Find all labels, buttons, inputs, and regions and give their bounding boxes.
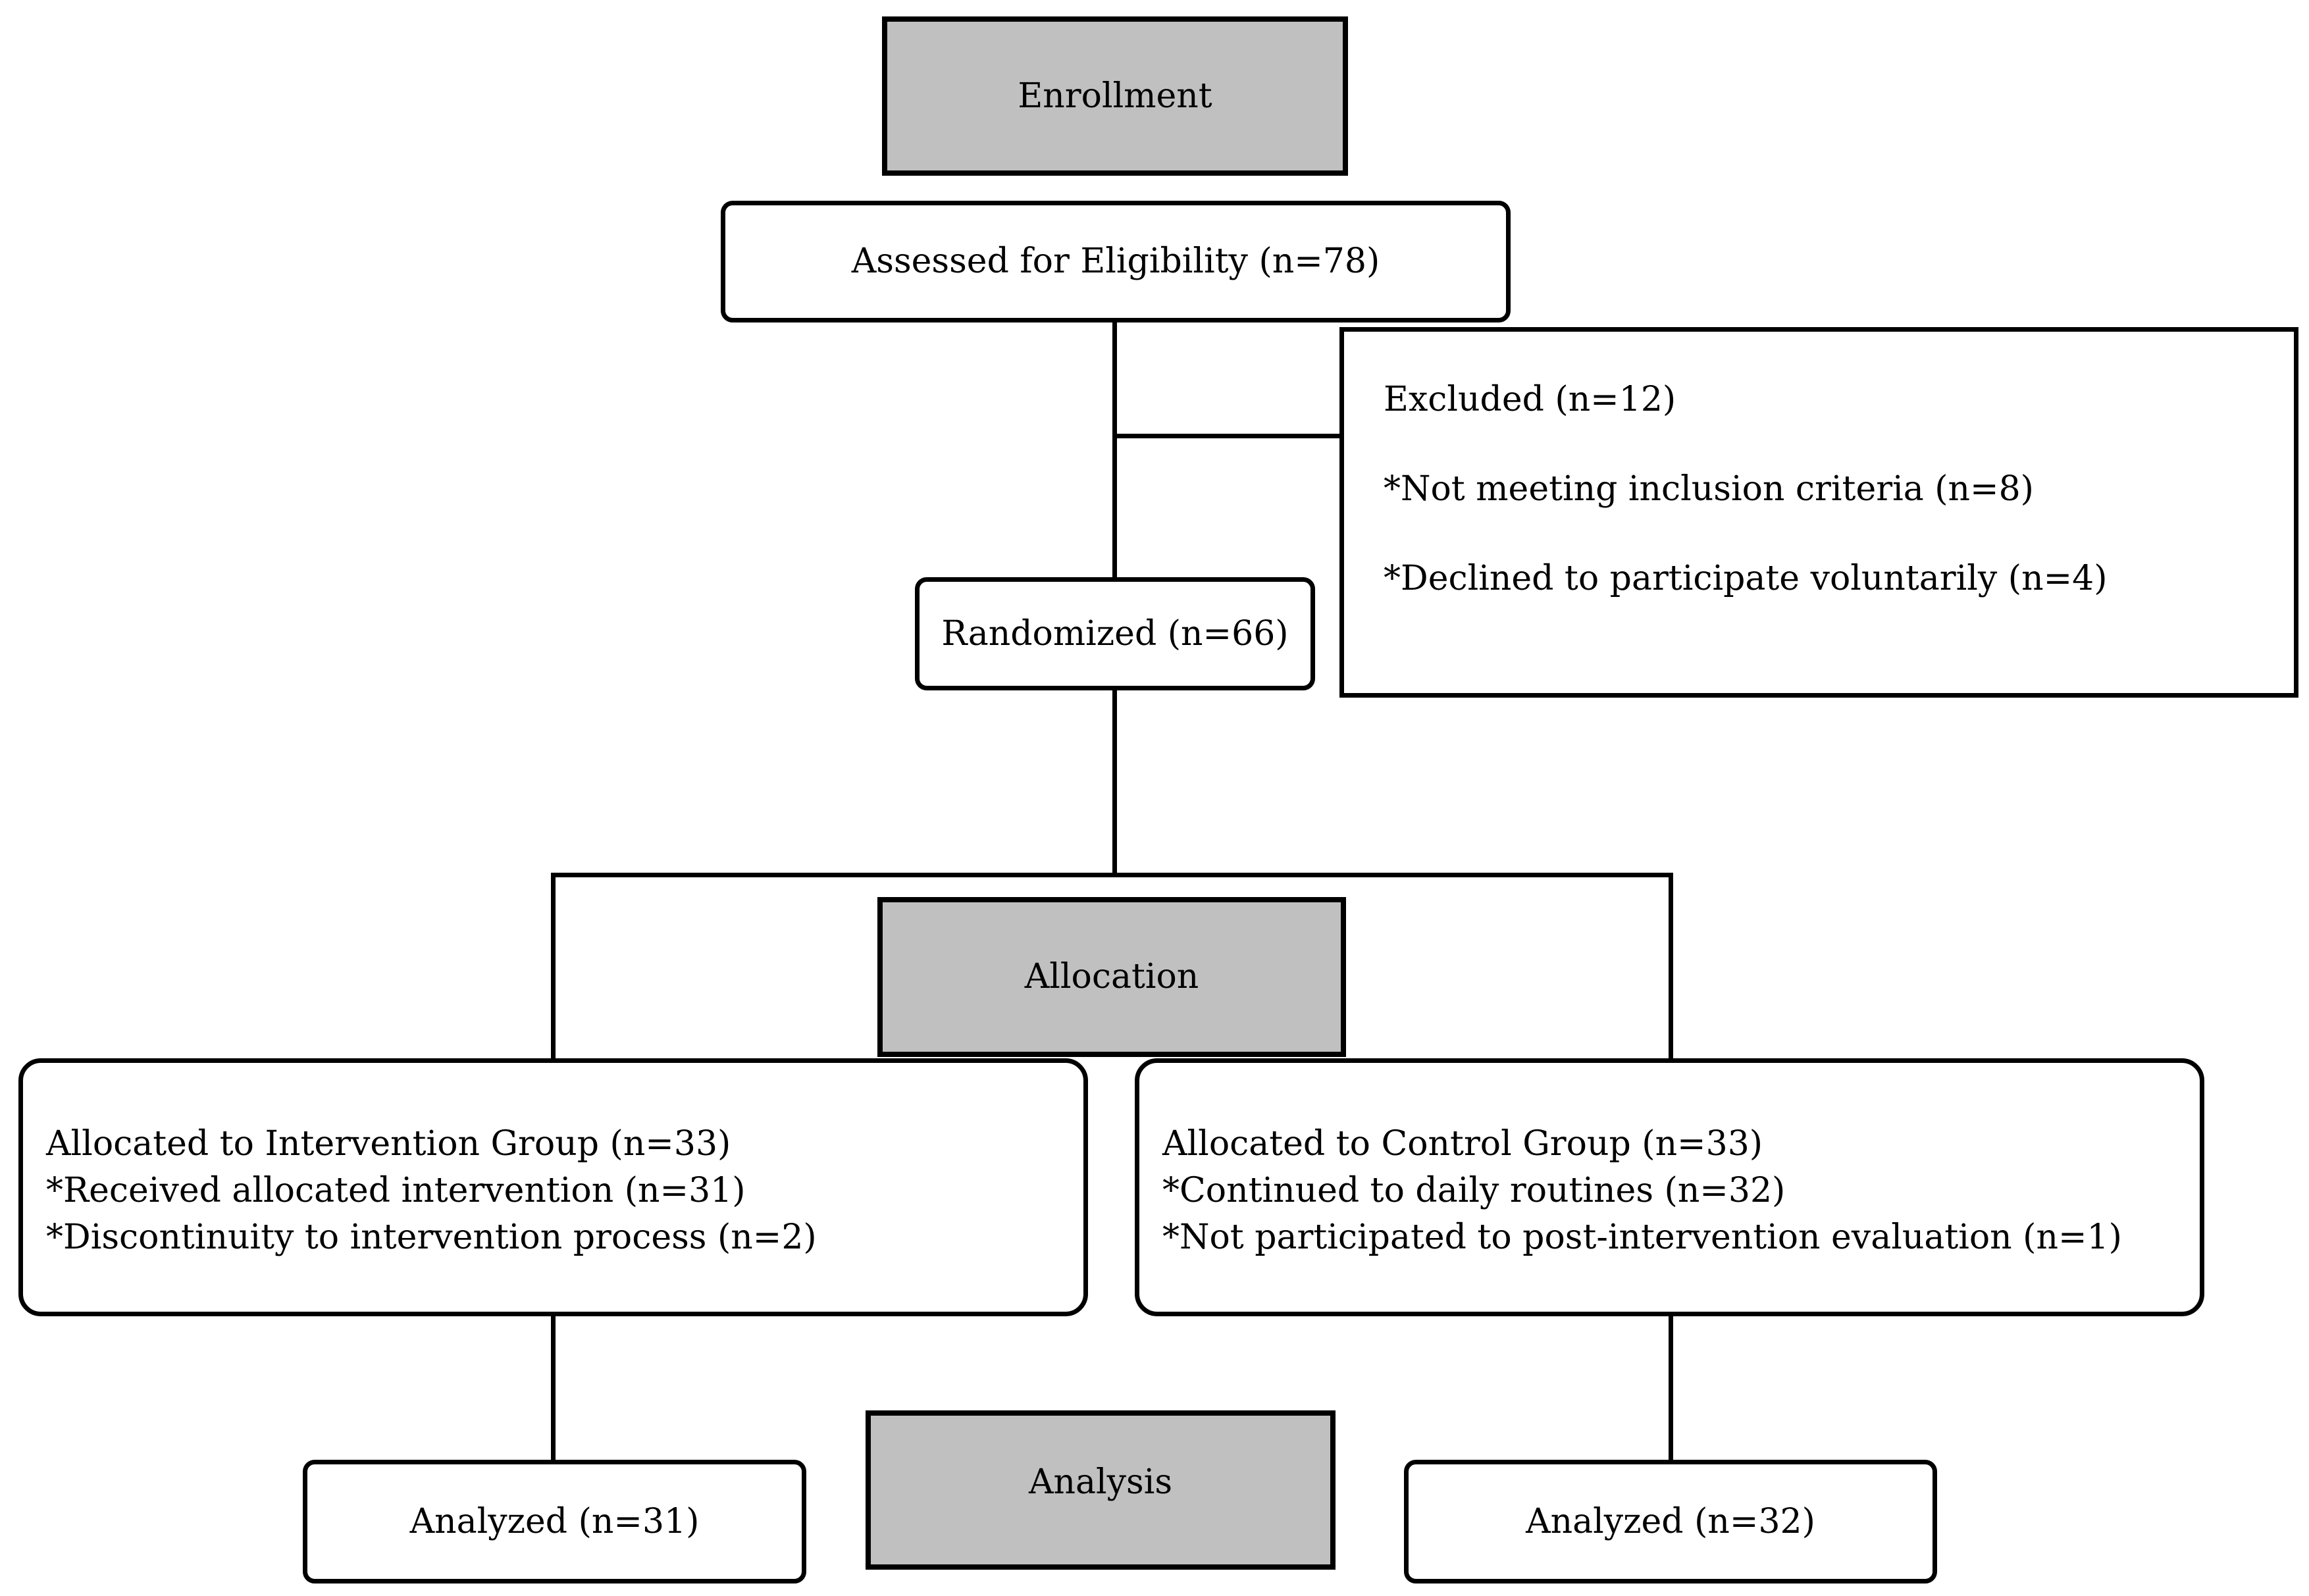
excluded-title: Excluded (n=12) [1384, 380, 1676, 419]
intervention-allocation-box: Allocated to Intervention Group (n=33) *… [18, 1058, 1088, 1316]
allocation-label: Allocation [1024, 957, 1199, 997]
enrollment-section-header: Enrollment [882, 16, 1348, 176]
connector-intervention-to-analyzed [551, 1313, 556, 1464]
connector-split-horizontal [551, 873, 1673, 877]
randomized-box: Randomized (n=66) [915, 577, 1315, 690]
allocation-section-header: Allocation [877, 897, 1346, 1057]
assessed-label: Assessed for Eligibility (n=78) [851, 242, 1380, 282]
analyzed-control-label: Analyzed (n=32) [1526, 1501, 1815, 1541]
control-allocation-box: Allocated to Control Group (n=33) *Conti… [1135, 1058, 2204, 1316]
analyzed-intervention-label: Analyzed (n=31) [409, 1501, 700, 1541]
connector-randomized-to-split [1112, 688, 1117, 875]
control-line: *Continued to daily routines (n=32) [1162, 1171, 1786, 1210]
connector-control-to-analyzed [1669, 1313, 1673, 1464]
intervention-line: *Received allocated intervention (n=31) [46, 1171, 746, 1210]
analyzed-intervention-box: Analyzed (n=31) [303, 1460, 806, 1583]
analysis-section-header: Analysis [866, 1410, 1336, 1570]
enrollment-label: Enrollment [1018, 76, 1212, 116]
excluded-reason-item: *Not meeting inclusion criteria (n=8) [1384, 469, 2034, 509]
analyzed-control-box: Analyzed (n=32) [1404, 1460, 1937, 1583]
connector-assessed-to-randomized [1112, 319, 1117, 582]
excluded-box: Excluded (n=12) *Not meeting inclusion c… [1339, 327, 2298, 698]
intervention-line: *Discontinuity to intervention process (… [46, 1218, 817, 1257]
connector-to-excluded [1112, 434, 1346, 438]
intervention-line: Allocated to Intervention Group (n=33) [46, 1124, 731, 1164]
randomized-label: Randomized (n=66) [941, 613, 1289, 654]
control-line: *Not participated to post-intervention e… [1162, 1218, 2122, 1257]
control-line: Allocated to Control Group (n=33) [1162, 1124, 1763, 1164]
analysis-label: Analysis [1028, 1462, 1173, 1502]
excluded-reason-item: *Declined to participate voluntarily (n=… [1384, 559, 2108, 598]
connector-split-right-down [1669, 873, 1673, 1064]
connector-split-left-down [551, 873, 556, 1064]
assessed-box: Assessed for Eligibility (n=78) [721, 201, 1511, 322]
